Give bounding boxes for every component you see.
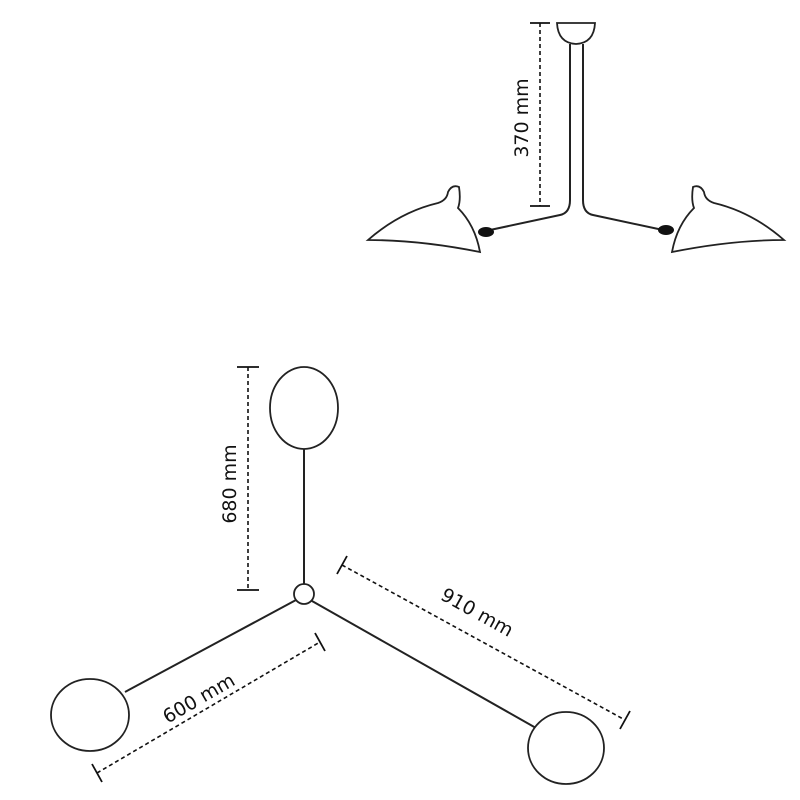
- top-view: 680 mm 600 mm 910 mm: [50, 366, 631, 785]
- left-shade: [365, 185, 482, 254]
- left-shade-top: [50, 678, 130, 752]
- dimension-tick: [336, 555, 348, 575]
- dimension-tick: [619, 710, 631, 730]
- dimension-tick: [91, 763, 103, 783]
- top-arm-label: 680 mm: [219, 444, 241, 523]
- left-arm: [124, 599, 297, 693]
- stem-left-arm: [489, 44, 571, 231]
- top-shade: [269, 366, 339, 450]
- height-label: 370 mm: [511, 78, 533, 157]
- ceiling-canopy: [556, 22, 596, 45]
- right-joint: [658, 225, 674, 235]
- right-arm-label: 910 mm: [437, 584, 517, 642]
- side-view: 370 mm: [365, 22, 787, 254]
- dimension-tick: [314, 632, 326, 652]
- left-joint: [478, 227, 494, 237]
- center-hub: [293, 583, 315, 605]
- right-shade-top: [527, 711, 605, 785]
- right-dimension-line: [341, 564, 626, 721]
- left-arm-label: 600 mm: [159, 669, 239, 728]
- right-arm: [311, 600, 537, 729]
- stem-right-arm: [582, 44, 664, 231]
- right-shade: [670, 185, 787, 254]
- left-dimension-line: [96, 641, 321, 774]
